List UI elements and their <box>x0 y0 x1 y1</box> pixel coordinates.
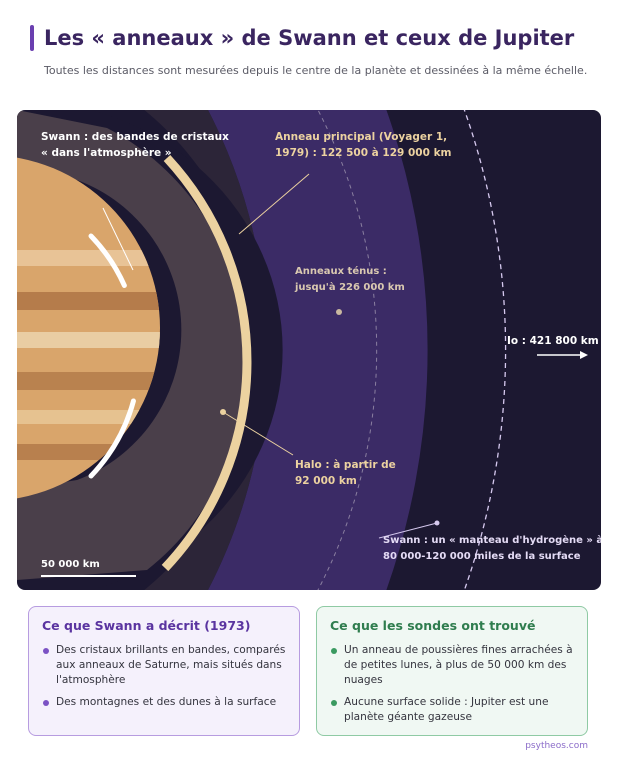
gossamer-outer-boundary <box>317 110 378 590</box>
bullet-icon <box>43 648 49 654</box>
mantle-outer-boundary <box>463 110 507 590</box>
hydrogen-mantle-band <box>207 110 428 590</box>
title-block: Les « anneaux » de Swann et ceux de Jupi… <box>30 24 574 52</box>
bullet-icon <box>43 700 49 706</box>
io-label: Io : 421 800 km <box>507 335 599 347</box>
bullet-icon <box>331 700 337 706</box>
swann-description-card: Ce que Swann a décrit (1973) Des cristau… <box>28 606 300 736</box>
list-item: Aucune surface solide : Jupiter est une … <box>330 695 575 725</box>
halo-label: Halo : à partir de 92 000 km <box>295 459 399 487</box>
mantle-marker <box>434 520 440 526</box>
gossamer-marker <box>336 309 342 315</box>
page-title: Les « anneaux » de Swann et ceux de Jupi… <box>44 26 575 50</box>
scale-label: 50 000 km <box>41 559 100 570</box>
page-subtitle: Toutes les distances sont mesurées depui… <box>44 64 588 77</box>
list-item: Un anneau de poussières fines arrachées … <box>330 643 575 688</box>
list-item: Des montagnes et des dunes à la surface <box>42 695 287 710</box>
main-ring <box>161 154 252 572</box>
title-accent-bar <box>30 25 34 51</box>
swann-crystal-arc <box>88 233 142 479</box>
probes-card-list: Un anneau de poussières fines arrachées … <box>330 643 575 725</box>
io-arrowhead <box>580 351 588 359</box>
probes-findings-card: Ce que les sondes ont trouvé Un anneau d… <box>316 606 588 736</box>
halo-marker <box>220 409 226 415</box>
swann-card-list: Des cristaux brillants en bandes, compar… <box>42 643 287 710</box>
main-ring-label: Anneau principal (Voyager 1, 1979) : 122… <box>275 131 452 159</box>
swann-card-title: Ce que Swann a décrit (1973) <box>42 618 251 633</box>
footer-brand[interactable]: psytheos.com <box>525 741 588 751</box>
swann-bands-leader <box>102 207 134 271</box>
gossamer-label: Anneaux ténus : jusqu'à 226 000 km <box>294 265 405 293</box>
list-item: Des cristaux brillants en bandes, compar… <box>42 643 287 688</box>
main-ring-leader <box>238 173 310 235</box>
hydrogen-mantle-label: Swann : un « manteau d'hydrogène » à 80 … <box>383 534 601 562</box>
jupiter-rings-diagram: Swann : des bandes de cristaux « dans l'… <box>17 110 601 590</box>
halo-leader <box>222 411 294 456</box>
swann-bands-label: Swann : des bandes de cristaux « dans l'… <box>41 131 233 159</box>
mantle-leader <box>378 522 438 539</box>
bullet-icon <box>331 648 337 654</box>
probes-card-title: Ce que les sondes ont trouvé <box>330 618 536 633</box>
